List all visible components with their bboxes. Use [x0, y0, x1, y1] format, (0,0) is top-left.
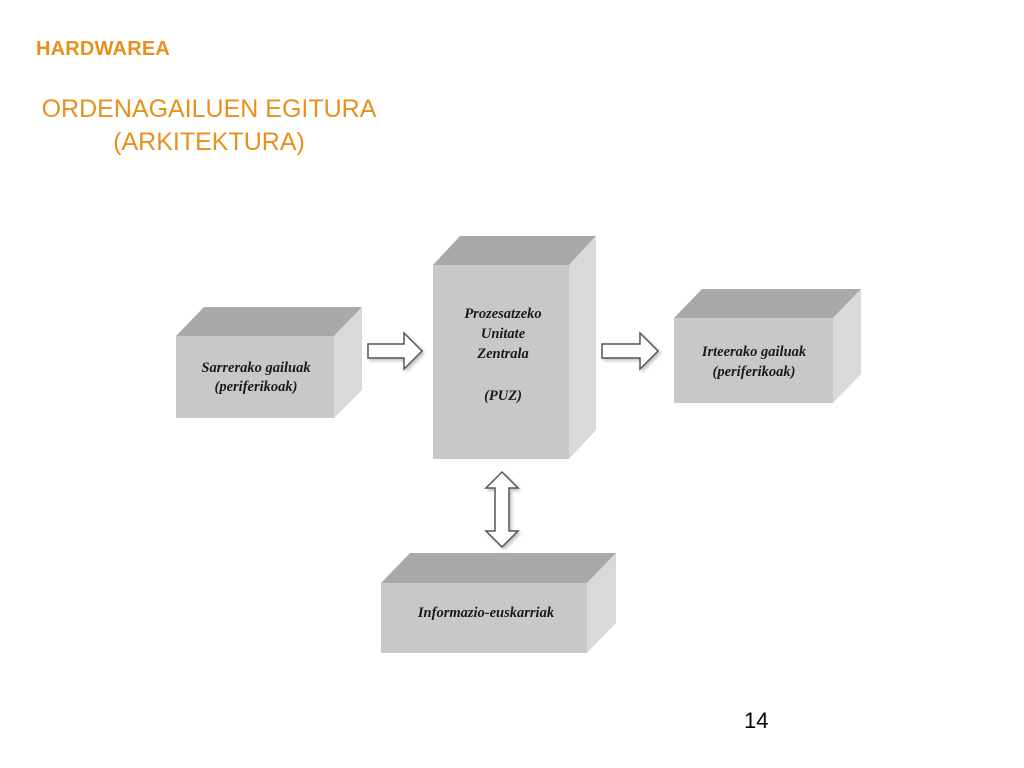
cpu-box-front [433, 265, 569, 459]
input-devices-box-side [334, 307, 362, 418]
output-devices-label-line1: Irteerako gailuak [701, 344, 807, 360]
storage-box-front [381, 583, 587, 653]
input-devices-box: Sarrerako gailuak (periferikoak) [176, 307, 362, 418]
page-number: 14 [744, 708, 769, 733]
cpu-label-line3: Zentrala [476, 346, 529, 362]
storage-box-top [381, 553, 616, 583]
output-devices-box-top [674, 289, 861, 318]
output-devices-box-front [674, 318, 833, 403]
storage-box-side [587, 553, 616, 653]
input-devices-label-line2: (periferikoak) [215, 379, 298, 395]
arrow-cpu-to-output [601, 331, 660, 371]
slide-title: ORDENAGAILUEN EGITURA (ARKITEKTURA) [0, 93, 418, 159]
storage-box: Informazio-euskarriak [381, 553, 616, 653]
storage-label: Informazio-euskarriak [417, 605, 555, 621]
output-devices-box-side [833, 289, 861, 403]
arrow-input-to-cpu [367, 331, 424, 371]
output-devices-label-line2: (periferikoak) [713, 364, 796, 380]
section-title: HARDWAREA [36, 38, 171, 60]
slide-title-line2: (ARKITEKTURA) [113, 128, 305, 156]
cpu-label-line2: Unitate [481, 326, 526, 342]
cpu-box: Prozesatzeko Unitate Zentrala (PUZ) [433, 236, 596, 459]
input-devices-label-line1: Sarrerako gailuak [201, 360, 311, 376]
slide-title-line1: ORDENAGAILUEN EGITURA [41, 95, 377, 123]
cpu-label-line1: Prozesatzeko [464, 306, 541, 322]
cpu-box-side [569, 236, 596, 459]
arrow-cpu-storage-bidirectional [484, 470, 520, 549]
input-devices-box-front [176, 336, 334, 418]
cpu-box-top [433, 236, 596, 265]
input-devices-box-top [176, 307, 362, 336]
output-devices-box: Irteerako gailuak (periferikoak) [674, 289, 861, 403]
cpu-label-line4: (PUZ) [484, 388, 522, 404]
